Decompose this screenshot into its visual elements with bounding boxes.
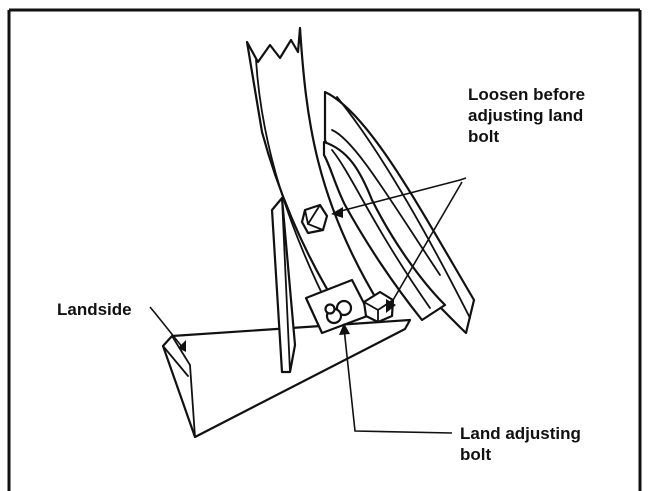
leader-land-bolt	[343, 327, 453, 434]
leader-loosen-upper	[336, 177, 467, 213]
landside-bar	[161, 318, 412, 439]
arrowhead-upper-nut	[331, 207, 343, 218]
land-adjusting-bolt-label: Land adjusting bolt	[460, 423, 640, 465]
landside-label: Landside	[57, 299, 132, 320]
arrowhead-lower-nut	[386, 299, 396, 313]
loosen-label-line-2: adjusting land	[468, 106, 584, 125]
figure-frame	[7, 8, 642, 491]
land-adjusting-label-line-1: Land adjusting	[460, 424, 581, 443]
curved-strap	[322, 140, 447, 322]
loosen-label: Loosen before adjusting land bolt	[468, 84, 638, 147]
shank	[245, 26, 382, 320]
loosen-label-line-1: Loosen before	[468, 85, 586, 104]
arrowhead-land-bolt	[339, 323, 350, 335]
arrowhead-landside	[178, 340, 186, 352]
loosen-label-line-3: bolt	[468, 127, 500, 146]
land-adjusting-bolt	[304, 278, 372, 335]
upper-nut	[300, 203, 329, 235]
land-adjusting-label-line-2: bolt	[460, 445, 492, 464]
leader-landside	[149, 306, 184, 349]
frog-plate	[270, 196, 297, 374]
landside-label-text: Landside	[57, 300, 132, 319]
leader-lines	[149, 177, 467, 434]
leader-loosen-lower	[388, 181, 463, 308]
